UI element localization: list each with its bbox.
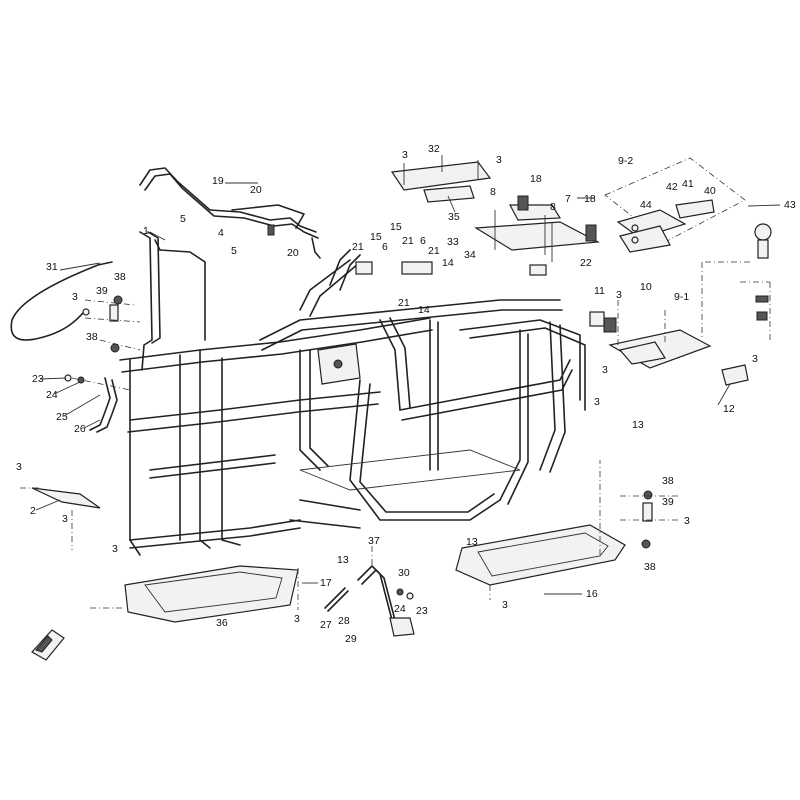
- skid-plate-36: [90, 565, 299, 623]
- callout-21: 21: [428, 245, 440, 257]
- callout-3: 3: [496, 154, 502, 166]
- callout-3: 3: [502, 599, 508, 611]
- pedal-right-29: [324, 546, 415, 637]
- callout-18: 18: [530, 173, 542, 185]
- rack-tube-19: [139, 167, 321, 259]
- callout-38: 38: [662, 475, 674, 487]
- callout-36: 36: [216, 617, 228, 629]
- callout-13: 13: [337, 554, 349, 566]
- callout-29: 29: [345, 633, 357, 645]
- callout-9-1: 9-1: [674, 291, 689, 303]
- callout-41: 41: [682, 178, 694, 190]
- callout-23: 23: [416, 605, 428, 617]
- callout-20: 20: [250, 184, 262, 196]
- bracket-7: [474, 195, 601, 262]
- callout-5: 5: [231, 245, 237, 257]
- callout-14: 14: [418, 304, 430, 316]
- callout-26: 26: [74, 423, 86, 435]
- callout-23: 23: [32, 373, 44, 385]
- callout-20: 20: [287, 247, 299, 259]
- callout-34: 34: [464, 249, 476, 261]
- callout-32: 32: [428, 143, 440, 155]
- callout-15: 15: [390, 221, 402, 233]
- callout-12: 12: [723, 403, 735, 415]
- callout-40: 40: [704, 185, 716, 197]
- callout-24: 24: [394, 603, 406, 615]
- callout-15: 15: [370, 231, 382, 243]
- front-direction-arrow-icon: [31, 629, 65, 661]
- right-mounts: [620, 490, 680, 549]
- callout-42: 42: [666, 181, 678, 193]
- callout-13: 13: [466, 536, 478, 548]
- callout-3: 3: [62, 513, 68, 525]
- callout-3: 3: [616, 289, 622, 301]
- callout-35: 35: [448, 211, 460, 223]
- callout-31: 31: [46, 261, 58, 273]
- callout-37: 37: [368, 535, 380, 547]
- callout-3: 3: [16, 461, 22, 473]
- callout-27: 27: [320, 619, 332, 631]
- callout-6: 6: [420, 235, 426, 247]
- callout-9-2: 9-2: [618, 155, 633, 167]
- callout-43: 43: [784, 199, 796, 211]
- callout-3: 3: [594, 396, 600, 408]
- callout-2: 2: [30, 505, 36, 517]
- main-frame: [119, 231, 605, 556]
- callout-3: 3: [602, 364, 608, 376]
- callout-7: 7: [565, 193, 571, 205]
- callout-19: 19: [212, 175, 224, 187]
- callout-38: 38: [644, 561, 656, 573]
- callout-21: 21: [402, 235, 414, 247]
- callout-21: 21: [398, 297, 410, 309]
- callout-38: 38: [86, 331, 98, 343]
- callout-14: 14: [442, 257, 454, 269]
- leader-lines: [35, 155, 781, 595]
- callout-labels: 3 32 3 35 18 8 7 8 18 9-2 42 41 40 44 43…: [16, 143, 796, 645]
- callout-13: 13: [632, 419, 644, 431]
- callout-10: 10: [640, 281, 652, 293]
- callout-16: 16: [586, 588, 598, 600]
- bracket-2: [20, 487, 101, 550]
- callout-30: 30: [398, 567, 410, 579]
- callout-6: 6: [382, 241, 388, 253]
- callout-39: 39: [662, 496, 674, 508]
- callout-39: 39: [96, 285, 108, 297]
- receiver-9-1: [603, 300, 749, 386]
- callout-22: 22: [580, 257, 592, 269]
- skid-plate-16: [455, 460, 626, 600]
- callout-8: 8: [490, 186, 496, 198]
- callout-8: 8: [550, 201, 556, 213]
- hitch-ball-43: [701, 223, 772, 342]
- callout-3: 3: [72, 291, 78, 303]
- callout-3: 3: [112, 543, 118, 555]
- left-mounts: [84, 295, 141, 353]
- callout-18: 18: [584, 193, 596, 205]
- callout-3: 3: [402, 149, 408, 161]
- cable-31: [10, 261, 113, 341]
- callout-38: 38: [114, 271, 126, 283]
- callout-1: 1: [143, 225, 149, 237]
- callout-33: 33: [447, 236, 459, 248]
- callout-28: 28: [338, 615, 350, 627]
- pedal-left-26: [64, 374, 131, 433]
- callout-3: 3: [294, 613, 300, 625]
- callout-24: 24: [46, 389, 58, 401]
- callout-21: 21: [352, 241, 364, 253]
- callout-3: 3: [684, 515, 690, 527]
- callout-17: 17: [320, 577, 332, 589]
- callout-4: 4: [218, 227, 224, 239]
- callout-11: 11: [594, 285, 605, 297]
- hitch-assembly-9-2: [604, 157, 746, 253]
- callout-3: 3: [752, 353, 758, 365]
- plate-32: [390, 160, 492, 203]
- callout-25: 25: [56, 411, 68, 423]
- callout-44: 44: [640, 199, 652, 211]
- callout-5: 5: [180, 213, 186, 225]
